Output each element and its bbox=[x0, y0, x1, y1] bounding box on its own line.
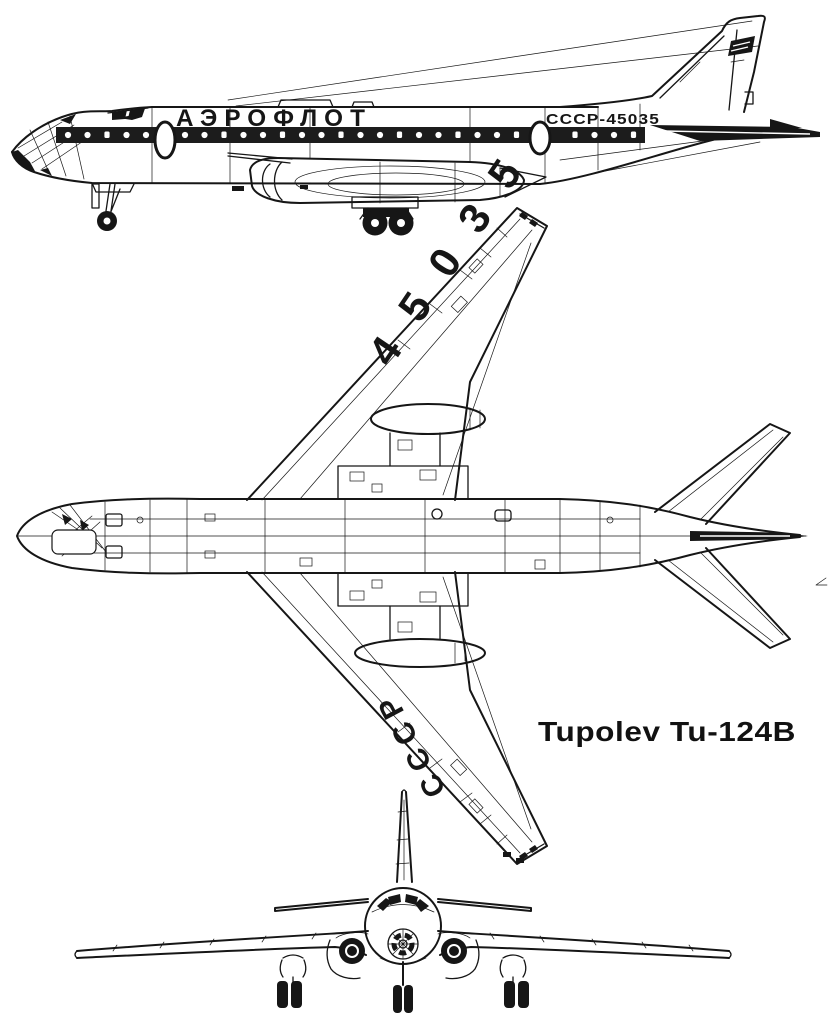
cabin-windows-band bbox=[56, 120, 645, 160]
plan-nose-glazing bbox=[51, 504, 107, 557]
caption-text: Tupolev Tu-124B bbox=[538, 716, 796, 747]
aeroflot-emblem bbox=[118, 115, 142, 120]
roof-hatch bbox=[277, 99, 334, 108]
cabin-window bbox=[318, 131, 325, 139]
cabin-window bbox=[376, 131, 384, 139]
cabin-window bbox=[610, 131, 618, 139]
cabin-window bbox=[591, 131, 598, 139]
cabin-window bbox=[630, 131, 637, 138]
engine-nacelle-side bbox=[227, 152, 547, 204]
engine-nacelle-top-left bbox=[337, 572, 486, 668]
side-view: АЭРОФЛОТ СССР-45035 bbox=[11, 14, 820, 236]
front-gear-nose bbox=[393, 961, 413, 1013]
front-tailplane bbox=[274, 898, 532, 912]
cabin-window bbox=[396, 131, 403, 138]
cabin-window bbox=[493, 131, 501, 139]
registration-text: СССР-45035 bbox=[546, 111, 660, 128]
wing-registration-text: СССР bbox=[369, 684, 453, 803]
rudder-tab bbox=[744, 91, 754, 105]
front-door bbox=[153, 120, 177, 160]
cabin-window bbox=[64, 131, 72, 139]
cabin-window bbox=[259, 131, 267, 139]
nose-cone-front bbox=[387, 928, 419, 960]
cabin-window bbox=[221, 131, 227, 138]
cabin-window bbox=[181, 131, 189, 139]
tail-fin bbox=[559, 14, 766, 113]
stray-mark bbox=[815, 577, 828, 586]
cabin-window bbox=[572, 131, 578, 138]
tailplane-right bbox=[654, 423, 791, 525]
cabin-window bbox=[123, 131, 130, 139]
airline-title-text: АЭРОФЛОТ bbox=[176, 105, 372, 132]
cabin-window bbox=[201, 131, 208, 139]
front-fin bbox=[395, 789, 413, 883]
nose-gear-door bbox=[91, 182, 135, 193]
front-fuselage bbox=[364, 887, 442, 965]
front-engine-right bbox=[437, 932, 480, 980]
right-wing bbox=[246, 207, 548, 501]
cabin-window bbox=[298, 131, 306, 139]
construction-line bbox=[227, 20, 753, 101]
front-view bbox=[74, 789, 732, 1013]
front-wing-right bbox=[437, 930, 732, 959]
cabin-window bbox=[455, 131, 461, 138]
cabin-window bbox=[435, 131, 442, 139]
front-engine-left bbox=[326, 932, 369, 980]
cabin-window bbox=[104, 131, 110, 138]
front-gear-left bbox=[277, 954, 307, 1008]
tailplane-left bbox=[654, 547, 791, 649]
plan-view: 45035 СССР bbox=[16, 126, 828, 865]
cabin-window bbox=[474, 131, 481, 139]
side-fuselage bbox=[11, 99, 789, 193]
wing-number-text: 45035 bbox=[359, 126, 547, 373]
nose-landing-gear bbox=[91, 183, 121, 231]
plan-fuselage bbox=[16, 497, 807, 575]
construction-line bbox=[235, 45, 759, 107]
nose-glazing bbox=[12, 114, 99, 180]
soviet-flag-icon bbox=[728, 36, 755, 56]
cabin-window bbox=[415, 131, 423, 139]
cabin-window bbox=[279, 131, 286, 138]
horizontal-stabilizer bbox=[650, 119, 820, 141]
cabin-window bbox=[357, 131, 364, 139]
rear-door bbox=[528, 120, 552, 156]
front-wing-left bbox=[74, 930, 369, 959]
cabin-window bbox=[84, 131, 91, 139]
front-gear-right bbox=[499, 954, 529, 1008]
roof-antenna bbox=[351, 101, 375, 108]
cabin-window bbox=[142, 131, 150, 139]
cabin-window bbox=[513, 131, 520, 138]
cabin-window bbox=[338, 131, 344, 138]
cabin-window bbox=[240, 131, 247, 139]
main-landing-gear bbox=[351, 196, 419, 236]
engine-nacelle-top-right bbox=[337, 403, 486, 500]
